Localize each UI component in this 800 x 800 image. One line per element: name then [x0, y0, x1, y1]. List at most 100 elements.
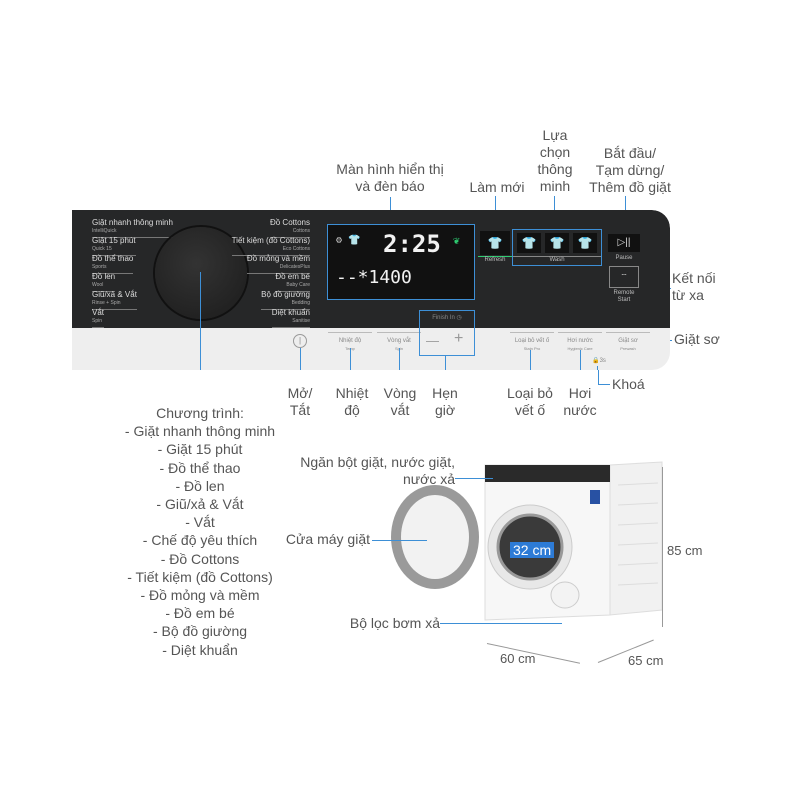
height-label: 85 cm	[667, 543, 703, 558]
time-readout: 2:25	[383, 230, 441, 258]
display-screen: ⚙ 👕 2:25 ❦ --*1400	[327, 224, 475, 300]
callout-text: từ xa	[672, 287, 704, 303]
wash-option-2-button[interactable]: 👕	[545, 233, 569, 253]
wash-option-1-button[interactable]: 👕	[517, 233, 541, 253]
leader-line	[580, 350, 581, 370]
leader-line	[372, 540, 427, 541]
door-diameter-label: 32 cm	[510, 542, 555, 558]
leader-line	[598, 384, 610, 385]
list-item: - Đồ mỏng và mềm	[140, 587, 260, 604]
list-item: - Diệt khuẩn	[162, 641, 238, 658]
spin-button[interactable]: Vòng vắtSpin	[377, 332, 421, 352]
program-label: Tiết kiệm (đồ Cottons)Eco Cottons	[231, 236, 310, 256]
list-item: - Giặt nhanh thông minh	[124, 423, 276, 440]
program-list-title: Chương trình:	[156, 405, 244, 421]
leader-line	[455, 478, 493, 479]
spin-readout: --*1400	[336, 267, 412, 288]
callout-display: Màn hình hiển thị và đèn báo	[320, 161, 460, 195]
program-dial[interactable]	[155, 227, 247, 319]
leader-line	[598, 370, 599, 385]
program-list: Chương trình: - Giặt nhanh thông minh - …	[100, 404, 300, 659]
pause-caption: Pause	[615, 255, 633, 261]
list-item: - Chế độ yêu thích	[142, 532, 258, 549]
finish-in-label: Finish In ◷	[432, 315, 462, 321]
callout-lock: Khoá	[612, 376, 645, 392]
power-icon: |	[298, 336, 302, 345]
shirt-icon: 👕	[549, 236, 565, 250]
callout-text: Kết nối	[672, 270, 716, 286]
callout-text: minh	[539, 178, 571, 194]
list-item: - Đồ thể thao	[159, 459, 241, 476]
leader-line	[445, 356, 446, 370]
callout-smart-select: Lựa chọn thông minh	[522, 127, 588, 195]
callout-text: Thêm đồ giặt	[589, 179, 671, 195]
list-item: - Bộ đồ giường	[152, 623, 248, 640]
callout-start-pause: Bắt đầu/ Tạm dừng/ Thêm đồ giặt	[580, 145, 680, 196]
callout-power: Mở/Tắt	[287, 385, 313, 418]
callout-text: thông	[537, 161, 573, 177]
callout-text: Bắt đầu/	[603, 145, 657, 161]
shirt-icon: 👕	[521, 236, 537, 250]
shirt-icon: 👕	[577, 236, 593, 250]
list-item: - Giặt 15 phút	[157, 441, 243, 458]
callout-text: Màn hình hiển thị	[336, 161, 444, 177]
leader-line	[399, 348, 400, 370]
leader-line	[597, 366, 598, 370]
callout-remote: Kết nối từ xa	[672, 270, 732, 304]
timer-plus-button[interactable]: +	[454, 330, 464, 347]
remote-start-button[interactable]: ⌔	[609, 266, 639, 288]
eco-leaf-icon: ❦	[453, 234, 460, 247]
wash-selection-group: 👕 👕 👕 Wash	[512, 229, 602, 266]
list-item: - Đồ Cottons	[160, 550, 240, 567]
callout-text: Tạm dừng/	[595, 162, 665, 178]
refresh-button[interactable]: 👕	[480, 231, 510, 255]
clock-icon: ◷	[456, 315, 462, 321]
timer-minus-button[interactable]: —	[426, 333, 439, 348]
leader-line	[300, 348, 301, 370]
callout-prewash: Giặt sơ	[674, 331, 720, 347]
callout-refresh: Làm mới	[469, 179, 525, 195]
list-item: - Giũ/xả & Vắt	[156, 496, 244, 513]
timer-group: Finish In ◷ — +	[419, 310, 475, 356]
list-item: - Tiết kiệm (đồ Cottons)	[127, 568, 273, 585]
list-item: - Vắt	[185, 514, 215, 531]
callout-door: Cửa máy giặt	[285, 531, 370, 547]
list-item: - Đồ len	[175, 477, 225, 494]
lock-indicator: 🔒3s	[592, 358, 606, 364]
washing-machine-illustration	[391, 461, 663, 621]
shirt-icon: 👕	[487, 236, 503, 250]
start-pause-button[interactable]: ▷||	[608, 234, 640, 252]
leader-line	[200, 272, 201, 370]
play-pause-icon: ▷||	[617, 237, 631, 248]
width-label: 60 cm	[500, 651, 536, 666]
lock-icon: 🔒	[592, 358, 600, 364]
wash-option-3-button[interactable]: 👕	[573, 233, 597, 253]
list-item: - Đồ em bé	[165, 605, 235, 622]
power-button[interactable]: |	[293, 334, 307, 348]
leader-line	[440, 623, 562, 624]
leader-line	[350, 348, 351, 370]
refresh-caption: Refresh	[478, 256, 512, 263]
height-dimension-line	[662, 467, 663, 627]
